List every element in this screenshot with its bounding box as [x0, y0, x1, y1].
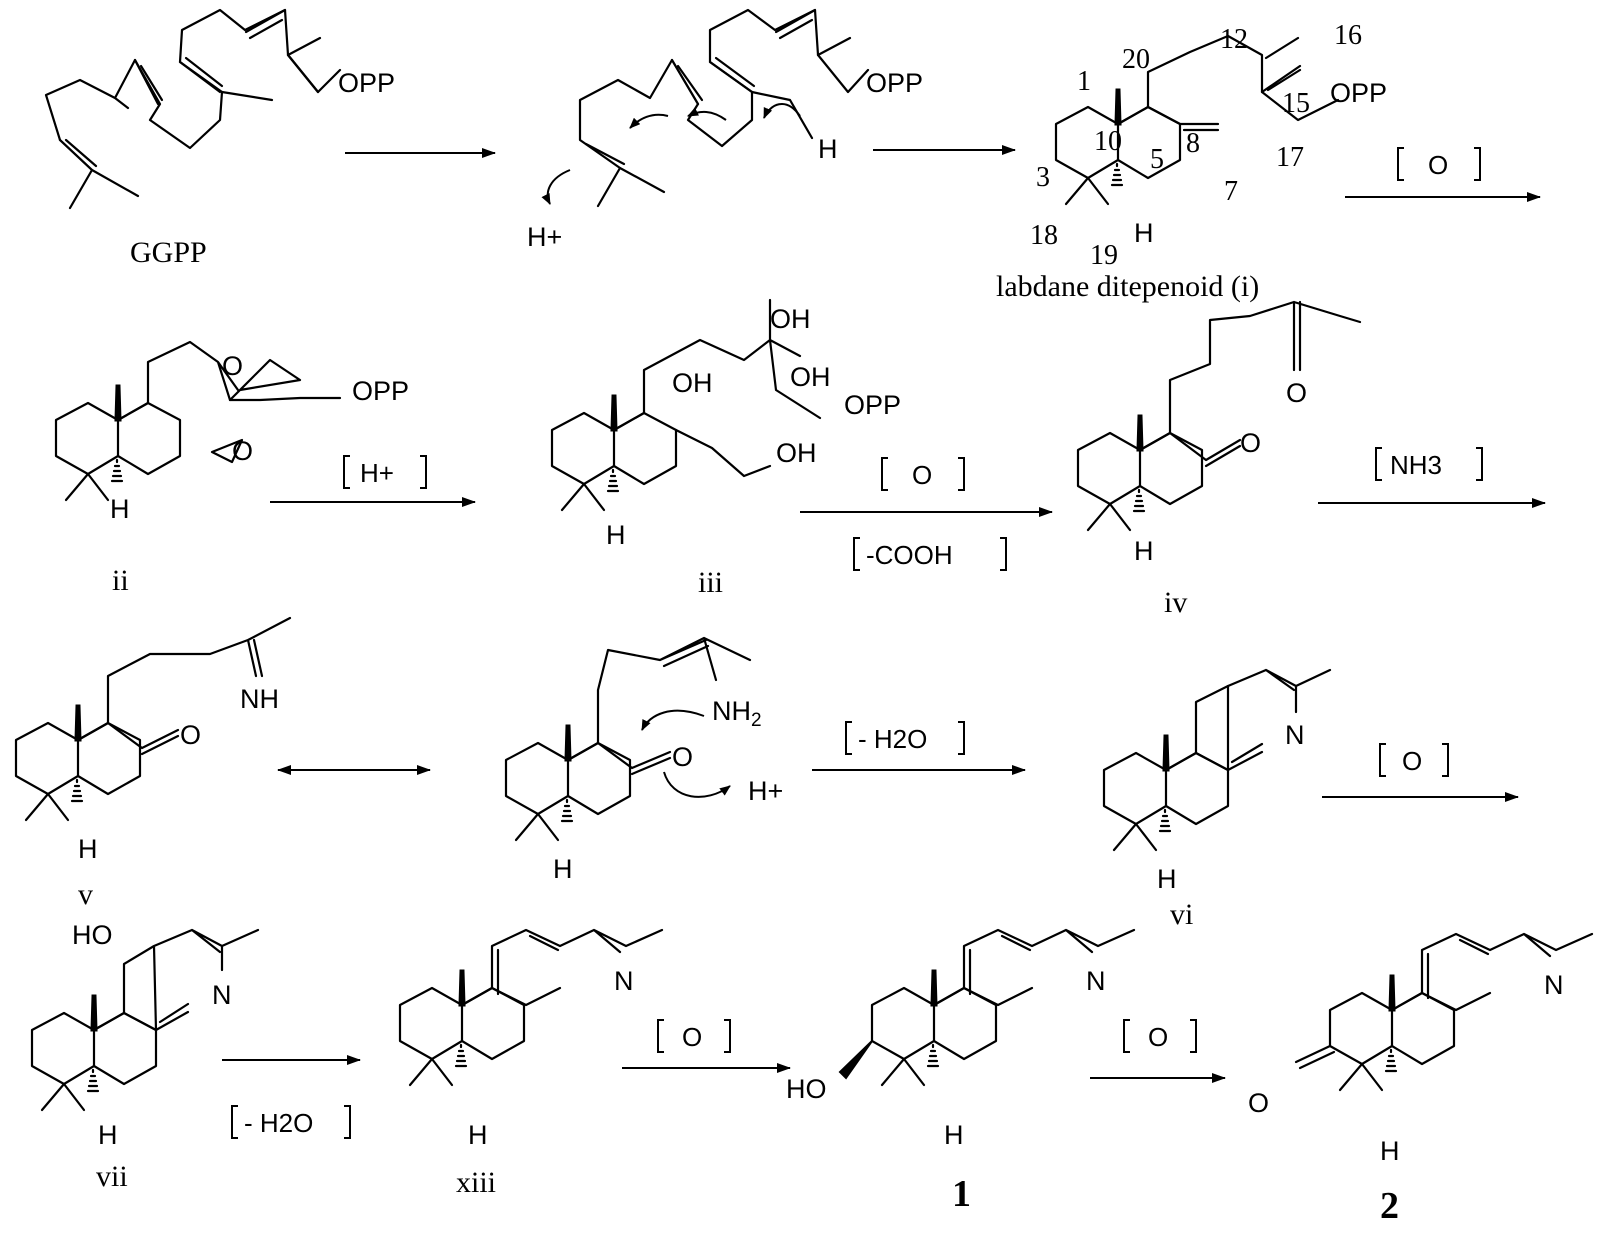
- labdane-structure: OPP H 1 20 10 8 5 3 7 18 19 12 16 15 17: [1030, 20, 1387, 271]
- compound-label-ggpp: GGPP: [130, 236, 207, 269]
- reagent-r5: - H2O: [845, 721, 965, 755]
- compound-label-v: v: [78, 878, 93, 911]
- compound-2-structure: O N H: [1248, 932, 1594, 1166]
- v-nh: NH: [240, 684, 279, 714]
- label-c7: 7: [1224, 176, 1238, 207]
- ii-epoxide-o1: O: [222, 351, 243, 381]
- compound2-h: H: [1380, 1136, 1400, 1166]
- label-c19: 19: [1090, 240, 1118, 271]
- reagent-r2-text: H+: [360, 458, 394, 488]
- vi-n: N: [1285, 720, 1305, 750]
- cyclization-intermediate: OPP H H+: [527, 8, 923, 252]
- iii-h: H: [606, 520, 626, 550]
- label-c1: 1: [1077, 66, 1091, 97]
- enamine-h: H: [553, 854, 573, 884]
- labdane-opp: OPP: [1330, 78, 1387, 108]
- reagent-r6: O: [1379, 743, 1449, 777]
- compound-ii-structure: O O OPP H: [54, 340, 409, 524]
- reagent-r9: O: [1123, 1019, 1197, 1053]
- compound1-ho: HO: [786, 1074, 827, 1104]
- compound1-n: N: [1086, 966, 1106, 996]
- vii-h: H: [98, 1120, 118, 1150]
- iii-oh1: OH: [770, 304, 811, 334]
- iii-oh4: OH: [776, 438, 817, 468]
- reagent-r7-text: - H2O: [244, 1108, 313, 1138]
- compound-label-vii: vii: [96, 1160, 128, 1193]
- ggpp-opp: OPP: [338, 68, 395, 98]
- ii-opp: OPP: [352, 376, 409, 406]
- iii-opp: OPP: [844, 390, 901, 420]
- v-h: H: [78, 834, 98, 864]
- label-c3: 3: [1036, 162, 1050, 193]
- label-c5: 5: [1150, 144, 1164, 175]
- compound-label-iii: iii: [698, 566, 723, 599]
- enamine-hplus: H+: [748, 776, 783, 806]
- label-c16: 16: [1334, 20, 1362, 51]
- reagent-r5-text: - H2O: [858, 724, 927, 754]
- reagent-r8-text: O: [682, 1022, 702, 1052]
- enamine-o: O: [672, 742, 693, 772]
- compound-vi-structure: N H: [1102, 668, 1332, 894]
- compound-label-ii: ii: [112, 564, 129, 597]
- iv-o2: O: [1240, 428, 1261, 458]
- label-c12: 12: [1220, 24, 1248, 55]
- label-c20: 20: [1122, 44, 1150, 75]
- compound-label-labdane: labdane ditepenoid (i): [996, 270, 1259, 303]
- label-c15: 15: [1282, 88, 1310, 119]
- reagent-r4: NH3: [1375, 447, 1483, 481]
- compound2-o: O: [1248, 1088, 1269, 1118]
- xiii-n: N: [614, 966, 634, 996]
- reagent-r8: O: [657, 1019, 731, 1053]
- reagent-r1: O: [1397, 147, 1481, 181]
- label-c18: 18: [1030, 220, 1058, 251]
- reagent-r6-text: O: [1402, 746, 1422, 776]
- iv-h: H: [1134, 536, 1154, 566]
- vii-ho: HO: [72, 920, 113, 950]
- intermediate-h: H: [818, 134, 838, 164]
- labdane-h: H: [1134, 218, 1154, 248]
- compound-1-structure: HO N H: [786, 928, 1136, 1150]
- compound-label-2: 2: [1380, 1185, 1399, 1227]
- label-c8: 8: [1186, 128, 1200, 159]
- reagent-r9-text: O: [1148, 1022, 1168, 1052]
- label-c17: 17: [1276, 142, 1304, 173]
- compound-label-1: 1: [952, 1173, 971, 1215]
- reagent-r3a-text: O: [912, 460, 932, 490]
- reagent-r2: H+: [343, 455, 427, 489]
- compound-vii-structure: HO N H: [30, 920, 260, 1150]
- intermediate-hplus: H+: [527, 222, 562, 252]
- compound-label-vi: vi: [1170, 898, 1193, 931]
- enamine-nh2: NH2: [712, 696, 762, 731]
- ii-epoxide-o2: O: [232, 436, 253, 466]
- iv-o1: O: [1286, 378, 1307, 408]
- compound-iv-structure: O O H: [1076, 300, 1362, 566]
- compound-label-iv: iv: [1164, 586, 1187, 619]
- xiii-h: H: [468, 1120, 488, 1150]
- label-c10: 10: [1094, 126, 1122, 157]
- compound1-h: H: [944, 1120, 964, 1150]
- reagent-r3: O -COOH: [853, 457, 1007, 571]
- ggpp-structure: OPP: [44, 8, 395, 210]
- reagent-r1-text: O: [1428, 150, 1448, 180]
- compound-xiii-structure: N H: [398, 928, 664, 1150]
- ii-h: H: [110, 494, 130, 524]
- iii-oh2: OH: [672, 368, 713, 398]
- reagent-r3b-text: -COOH: [866, 540, 953, 570]
- compound-iii-structure: OH OH OH OH OPP H: [550, 298, 901, 550]
- reagent-r4-text: NH3: [1390, 450, 1442, 480]
- compound-label-xiii: xiii: [456, 1166, 496, 1199]
- reagent-r7: - H2O: [231, 1105, 351, 1139]
- compound-v-structure: NH O H: [14, 616, 292, 864]
- vi-h: H: [1157, 864, 1177, 894]
- compound2-n: N: [1544, 970, 1564, 1000]
- enamine-tautomer-structure: NH2 O H+ H: [504, 636, 783, 884]
- vii-n: N: [212, 980, 232, 1010]
- intermediate-opp: OPP: [866, 68, 923, 98]
- iii-oh3: OH: [790, 362, 831, 392]
- v-o: O: [180, 720, 201, 750]
